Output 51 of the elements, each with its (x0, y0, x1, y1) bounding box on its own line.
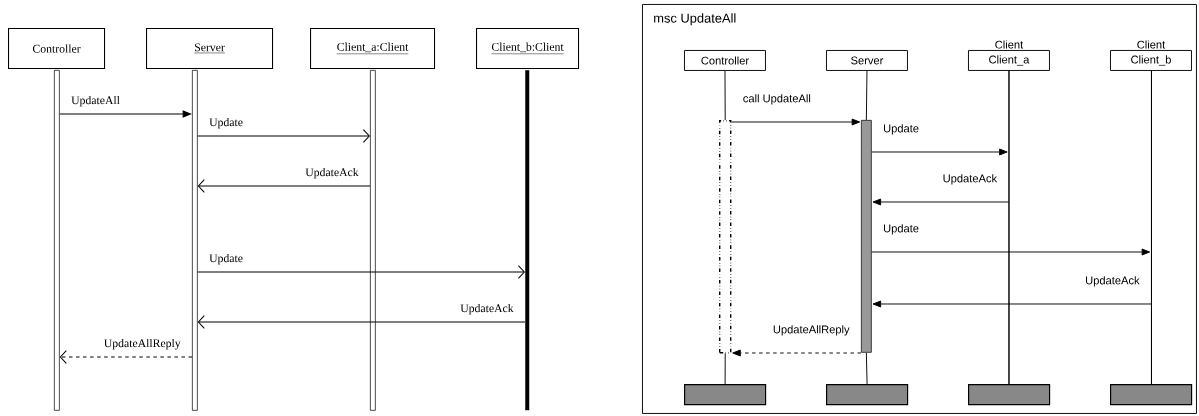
lifeline-bar (54, 70, 60, 411)
lifeline-head-box: Server (826, 50, 908, 71)
message-label: UpdateAllReply (773, 325, 850, 336)
lifeline-end-bar (1110, 384, 1193, 406)
lifeline (1151, 70, 1152, 385)
lifeline-end-bar (826, 384, 909, 406)
message-arrow (732, 349, 862, 357)
lifeline-head-box: Client_b:Client (476, 28, 580, 70)
message-label: Update (209, 253, 243, 265)
lifeline (865, 70, 868, 121)
message-label: UpdateAll (71, 95, 120, 107)
lifeline (865, 352, 868, 385)
message-arrow (872, 198, 1009, 206)
message-label: Update (209, 117, 243, 129)
message-label: UpdateAck (1086, 276, 1140, 287)
lifeline-head-box: Client_b (1110, 50, 1192, 71)
message-label: Update (884, 124, 919, 135)
message-arrow (197, 265, 525, 279)
lifeline-bar (370, 70, 376, 411)
message-arrow (871, 148, 1008, 156)
lifeline-head-box: Client_a (968, 50, 1050, 71)
message-label: UpdateAck (305, 167, 359, 179)
message-label: call UpdateAll (743, 94, 811, 105)
lifeline-bar (525, 70, 530, 411)
lifeline-bar (192, 70, 198, 411)
message-arrow (730, 118, 861, 126)
lifeline-head-box: Server (146, 28, 274, 70)
activation-bar (861, 120, 872, 353)
lifeline-end-bar (684, 384, 767, 406)
message-arrow (197, 129, 370, 143)
lifeline (724, 352, 726, 385)
frame-title: msc UpdateAll (654, 13, 736, 26)
message-arrow (197, 315, 526, 329)
message-arrow (872, 300, 1152, 308)
lifeline-head-box: Controller (8, 28, 106, 70)
message-arrow (871, 248, 1151, 256)
message-arrow (59, 110, 192, 118)
message-label: Update (884, 224, 919, 235)
message-label: UpdateAllReply (104, 338, 181, 350)
instance-type-label: Client (1137, 40, 1166, 49)
message-arrow (197, 179, 371, 193)
lifeline (1008, 70, 1010, 385)
lifeline-head-box: Client_a:Client (310, 28, 436, 70)
instance-type-label: Client (995, 40, 1024, 49)
message-arrow (59, 350, 193, 364)
message-label: UpdateAck (460, 303, 514, 315)
message-label: UpdateAck (943, 174, 998, 185)
lifeline (724, 70, 726, 121)
suspension-box (719, 120, 732, 354)
lifeline-end-bar (968, 384, 1051, 406)
lifeline-head-box: Controller (684, 50, 766, 71)
